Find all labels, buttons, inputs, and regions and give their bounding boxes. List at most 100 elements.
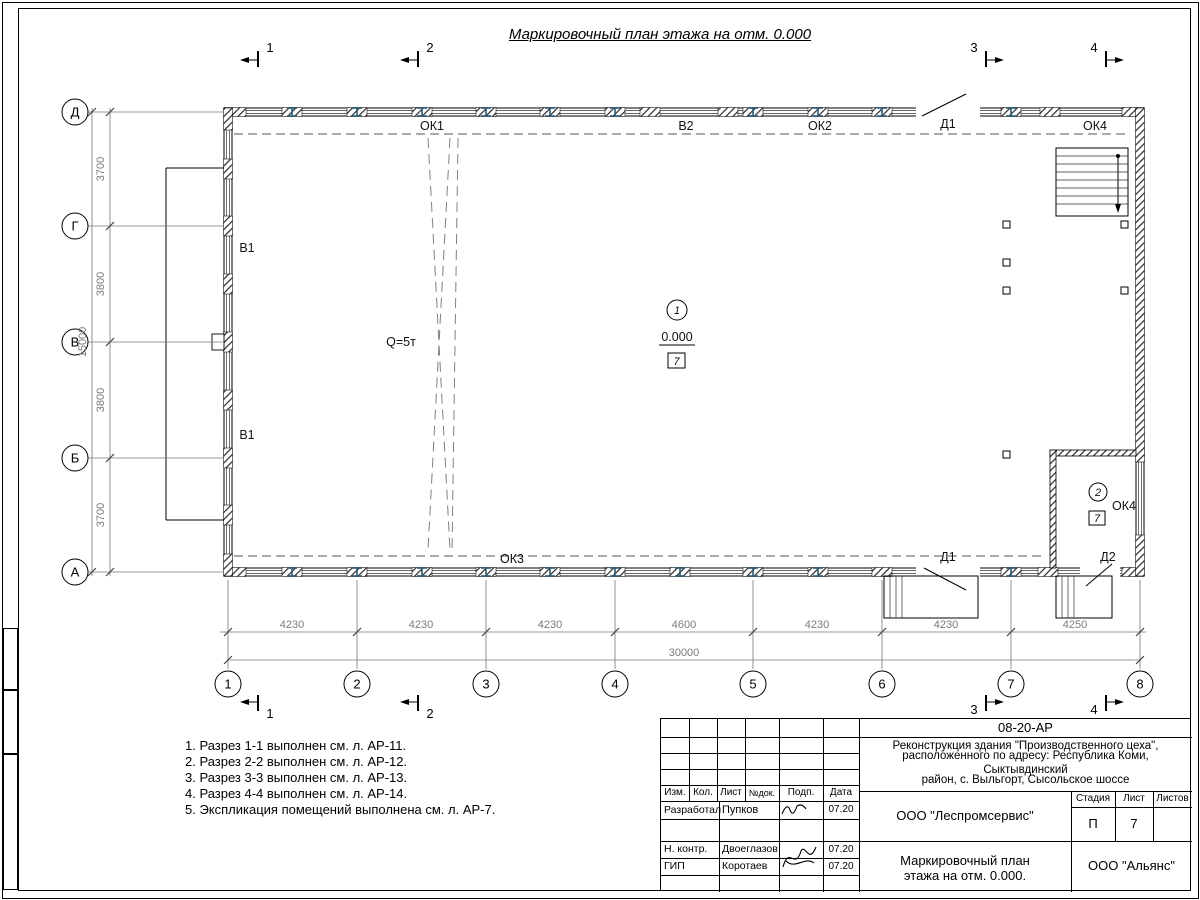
axis-number: 4 xyxy=(611,677,618,692)
vertical-dimensions: 3700 3800 3800 3700 15000 xyxy=(77,107,115,577)
door-opening-d1-bottom xyxy=(916,566,980,578)
axis-letter: Г xyxy=(71,219,78,234)
dim-value: 4600 xyxy=(672,619,696,631)
project-name-line3: район, с. Выльгорт, Сысольское шоссе xyxy=(921,773,1130,786)
row-ncontrol-label: Н. контр. xyxy=(664,843,708,856)
row-ncontrol-date: 07.20 xyxy=(828,843,854,855)
section-number: 1 xyxy=(266,706,273,721)
note-item: 1. Разрез 1-1 выполнен см. л. АР-11. xyxy=(185,738,407,753)
note-item: 5. Экспликация помещений выполнена см. л… xyxy=(185,802,496,817)
title-block: 08-20-АР Реконструкция здания "Производс… xyxy=(660,718,1192,892)
entrance-porch-d2 xyxy=(1055,575,1113,619)
note-item: 3. Разрез 3-3 выполнен см. л. АР-13. xyxy=(185,770,408,785)
col-header-ndok: №док. xyxy=(748,787,776,798)
dim-value: 4250 xyxy=(1063,619,1087,631)
section-number: 4 xyxy=(1090,702,1097,717)
note-item: 2. Разрез 2-2 выполнен см. л. АР-12. xyxy=(185,754,408,769)
door-leaf-d2-bottom xyxy=(1085,563,1113,587)
axis-number: 1 xyxy=(224,677,231,692)
gate-label-v1-upper: В1 xyxy=(239,241,254,255)
axis-letter: Б xyxy=(71,451,80,466)
signature-icon xyxy=(781,804,807,815)
finish-type: 7 xyxy=(673,356,680,368)
dim-value: 4230 xyxy=(538,619,562,631)
project-name-line2: расположенного по адресу: Республика Ком… xyxy=(902,750,1149,776)
sheets-value xyxy=(1153,807,1192,841)
sheet-value: 7 xyxy=(1130,815,1138,831)
section-number: 4 xyxy=(1090,40,1097,55)
axis-number: 5 xyxy=(749,677,756,692)
row-gip-label: ГИП xyxy=(664,860,685,873)
top-wall xyxy=(223,93,1145,118)
doc-number: 08-20-АР xyxy=(998,719,1053,735)
door-label-d2: Д2 xyxy=(1100,550,1115,564)
door-label-d1-top: Д1 xyxy=(940,117,955,131)
room-number: 1 xyxy=(674,305,680,317)
section-number: 2 xyxy=(426,706,433,721)
col-header-kol: Кол. xyxy=(693,787,713,799)
crane-rail-dashed-line xyxy=(427,137,451,551)
section-number: 1 xyxy=(266,40,273,55)
dim-value: 3800 xyxy=(95,272,107,296)
signature-icon xyxy=(782,846,817,868)
col-header-izm: Изм. xyxy=(664,787,686,799)
door-opening-d1-top xyxy=(916,106,980,118)
stage-value: П xyxy=(1088,815,1098,831)
stage-header: Стадия xyxy=(1075,793,1111,805)
drawing-title: Маркировочный план этажа на отм. 0.000 xyxy=(508,26,812,43)
entrance-porch-d1 xyxy=(883,575,979,619)
stair-direction-arrow xyxy=(1115,204,1121,213)
door-label-d1-bottom: Д1 xyxy=(940,550,955,564)
dim-value: 3700 xyxy=(95,157,107,181)
row-developer-name: Пупков xyxy=(722,803,759,816)
axis-number: 2 xyxy=(353,677,360,692)
dim-value: 4230 xyxy=(280,619,304,631)
right-wall xyxy=(1135,107,1145,577)
axis-letter: Д xyxy=(71,105,80,120)
dim-value: 4230 xyxy=(934,619,958,631)
note-item: 4. Разрез 4-4 выполнен см. л. АР-14. xyxy=(185,786,408,801)
developer-signature xyxy=(779,801,823,819)
sheets-header: Листов xyxy=(1156,793,1189,805)
col-header-list: Лист xyxy=(720,787,742,799)
elevation-mark: 0.000 xyxy=(661,330,692,344)
axis-number: 7 xyxy=(1007,677,1014,692)
drawing-title-line1: Маркировочный план xyxy=(900,853,1030,869)
sheet-header: Лист xyxy=(1123,793,1145,805)
customer-org: ООО "Альянс" xyxy=(1088,858,1175,874)
chief-signature xyxy=(779,841,823,875)
dim-value: 3800 xyxy=(95,388,107,412)
gate-label-v1-lower: В1 xyxy=(239,428,254,442)
interior-columns xyxy=(1002,220,1129,459)
row-developer-date: 07.20 xyxy=(828,804,854,816)
section-number: 3 xyxy=(970,702,977,717)
axis-number: 3 xyxy=(482,677,489,692)
col-header-podp: Подп. xyxy=(787,787,815,799)
frame-side-box xyxy=(3,628,18,690)
project-name-line1: Реконструкция здания "Производственного … xyxy=(892,739,1159,752)
row-gip-name: Коротаев xyxy=(722,860,768,873)
row-developer-label: Разработал xyxy=(664,803,722,816)
dim-total: 15000 xyxy=(77,327,89,358)
drawing-title-line2: этажа на отм. 0.000. xyxy=(903,868,1027,883)
row-ncontrol-name: Двоеглазов xyxy=(722,843,778,856)
window-label-ok3: ОК3 xyxy=(500,552,524,566)
left-wall xyxy=(165,107,233,577)
dim-value: 4230 xyxy=(805,619,829,631)
frame-side-box xyxy=(3,690,18,754)
window-label-ok2: ОК2 xyxy=(808,119,832,133)
crane-capacity-label: Q=5т xyxy=(386,335,416,349)
room1-tag: 1 0.000 7 xyxy=(659,299,695,369)
frame-side-box xyxy=(3,754,18,890)
window-label-ok4-top: ОК4 xyxy=(1083,119,1107,133)
room-number: 2 xyxy=(1094,487,1101,499)
section-number: 2 xyxy=(426,40,433,55)
door-leaf-d1-top xyxy=(921,93,967,117)
crane-rail-dashed-line xyxy=(451,137,459,551)
section-marks: 1 2 3 4 1 2 3 xyxy=(240,40,1124,721)
window-label-ok1: ОК1 xyxy=(420,119,444,133)
section-number: 3 xyxy=(970,40,977,55)
